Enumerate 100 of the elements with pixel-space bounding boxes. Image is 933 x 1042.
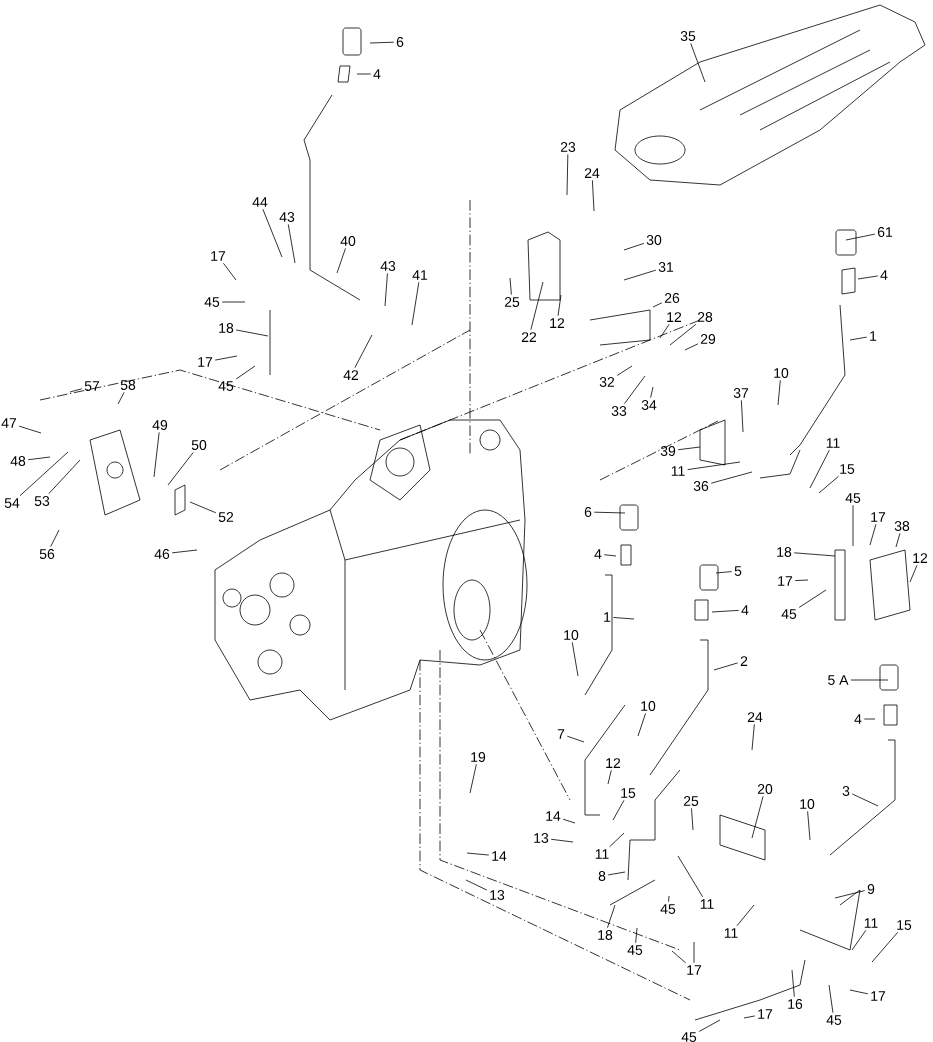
callout-number: 37 bbox=[733, 388, 749, 398]
leader-line bbox=[623, 269, 657, 281]
leader-line bbox=[609, 832, 625, 848]
leader-line bbox=[550, 838, 574, 843]
leader-line bbox=[669, 323, 697, 346]
callout-number: 15 bbox=[621, 788, 636, 798]
callout-number: 25 bbox=[683, 796, 699, 806]
callout-number: 18 bbox=[598, 930, 613, 940]
leader-line bbox=[616, 365, 633, 376]
callout-number: 17 bbox=[687, 965, 702, 975]
leader-line bbox=[777, 379, 781, 406]
callout-number: 8 bbox=[598, 871, 606, 881]
callout-number: 12 bbox=[606, 758, 621, 768]
callout-number: 13 bbox=[490, 890, 505, 900]
callout-number: 24 bbox=[747, 712, 763, 722]
callout-number: 29 bbox=[700, 334, 716, 344]
leader-line bbox=[690, 42, 706, 83]
callout-number: 53 bbox=[34, 496, 50, 506]
callout-number: 34 bbox=[641, 400, 657, 410]
leader-line bbox=[635, 927, 638, 944]
callout-number: 7 bbox=[557, 729, 565, 739]
leader-line bbox=[593, 511, 626, 514]
callout-number: 35 bbox=[680, 31, 696, 41]
callout-number: 45 bbox=[218, 381, 234, 391]
leader-line bbox=[736, 904, 755, 927]
leader-line bbox=[909, 564, 918, 583]
callout-number: 16 bbox=[788, 999, 803, 1009]
callout-number: 11 bbox=[864, 918, 878, 928]
leader-line bbox=[652, 302, 663, 308]
callout-number: 18 bbox=[777, 547, 792, 557]
callout-number: 43 bbox=[380, 261, 396, 271]
leader-line bbox=[687, 461, 741, 470]
callout-number: 52 bbox=[218, 512, 234, 522]
callout-number: 12 bbox=[667, 312, 682, 322]
leader-line bbox=[809, 449, 830, 489]
callout-number: 56 bbox=[39, 549, 55, 559]
callout-number: 12 bbox=[550, 318, 565, 328]
leader-line bbox=[411, 281, 420, 326]
leader-line bbox=[214, 355, 238, 361]
leader-line bbox=[807, 810, 811, 841]
leader-line bbox=[48, 459, 81, 495]
leader-line bbox=[794, 579, 809, 581]
callout-number: 32 bbox=[599, 377, 615, 387]
leader-line bbox=[354, 334, 373, 369]
leader-line bbox=[612, 799, 625, 821]
callout-number: 18 bbox=[219, 323, 234, 333]
leader-line bbox=[607, 904, 616, 929]
leader-line bbox=[612, 617, 635, 620]
callout-number: 58 bbox=[120, 380, 136, 390]
callout-number: 15 bbox=[840, 464, 855, 474]
leader-line bbox=[751, 723, 755, 751]
leader-line bbox=[469, 763, 477, 794]
callout-number: 17 bbox=[871, 991, 886, 1001]
callout-number: 2 bbox=[740, 656, 748, 666]
callout-number: 41 bbox=[412, 270, 428, 280]
leader-line bbox=[262, 208, 283, 258]
leader-line bbox=[287, 223, 296, 264]
callout-number: 30 bbox=[646, 235, 662, 245]
callout-number: 47 bbox=[1, 418, 17, 428]
callout-number: 45 bbox=[781, 609, 797, 619]
leader-line bbox=[677, 855, 704, 898]
leader-line bbox=[223, 262, 237, 281]
leader-line bbox=[852, 504, 854, 547]
callout-number: 45 bbox=[204, 297, 220, 307]
callout-number: 11 bbox=[700, 899, 714, 909]
callout-number: 4 bbox=[594, 549, 602, 559]
callout-number: 26 bbox=[664, 293, 680, 303]
callout-number: 44 bbox=[252, 197, 268, 207]
leader-line bbox=[171, 549, 198, 554]
leader-line bbox=[818, 475, 839, 494]
leader-line bbox=[659, 323, 670, 339]
leader-line bbox=[117, 391, 125, 405]
callout-number: 17 bbox=[778, 576, 793, 586]
leader-line bbox=[711, 610, 740, 613]
callout-number: 42 bbox=[343, 370, 359, 380]
callout-number: 45 bbox=[681, 1032, 697, 1042]
leader-line bbox=[221, 301, 246, 303]
leader-line bbox=[849, 989, 869, 995]
callout-number: 10 bbox=[774, 368, 789, 378]
callout-number: 22 bbox=[521, 332, 537, 342]
leader-line bbox=[369, 41, 395, 44]
leader-line bbox=[869, 523, 877, 546]
leader-line bbox=[671, 950, 687, 964]
callout-number: 10 bbox=[641, 701, 656, 711]
callout-number: 40 bbox=[340, 236, 356, 246]
callout-number: 45 bbox=[826, 1015, 842, 1025]
callout-number: 38 bbox=[894, 521, 910, 531]
callout-number: 6 bbox=[584, 507, 592, 517]
callout-number: 1 bbox=[604, 612, 611, 622]
leader-line bbox=[637, 712, 646, 737]
callout-number: 57 bbox=[84, 381, 100, 391]
callout-number: 10 bbox=[800, 799, 815, 809]
callout-number: 50 bbox=[191, 440, 207, 450]
callout-number: 20 bbox=[757, 784, 773, 794]
callout-number: 39 bbox=[660, 446, 676, 456]
leader-line bbox=[693, 941, 695, 964]
leader-line bbox=[713, 662, 739, 671]
leader-line bbox=[791, 969, 795, 998]
leader-line bbox=[895, 532, 901, 548]
leader-line bbox=[592, 179, 595, 212]
